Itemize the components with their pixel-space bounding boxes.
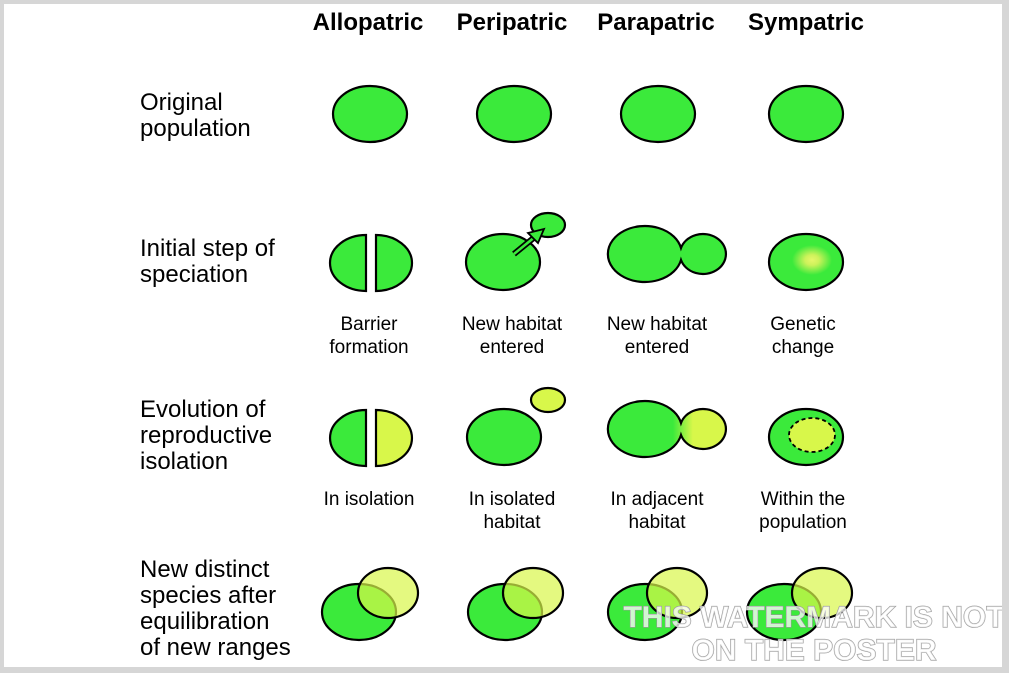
caption-parapatric-new-habitat: New habitat entered: [607, 314, 708, 358]
row-label-line: population: [140, 115, 251, 142]
watermark-line: ON THE POSTER: [691, 634, 936, 667]
population-allopatric-left-half: [328, 233, 368, 293]
caption-line: Within the: [761, 489, 845, 510]
species-pair-allopatric: [320, 566, 420, 642]
row-label-line: speciation: [140, 261, 248, 288]
genetic-change-spot: [792, 245, 832, 275]
caption-line: population: [759, 512, 847, 533]
population-peripatric-original: [475, 84, 553, 144]
row-label-line: isolation: [140, 448, 228, 475]
row-label-original-population: Original population: [140, 89, 251, 142]
caption-line: Genetic: [770, 314, 835, 335]
caption-within-population: Within the population: [759, 489, 847, 533]
speciation-diagram: Allopatric Peripatric Parapatric Sympatr…: [140, 9, 1002, 667]
caption-in-isolation: In isolation: [324, 489, 415, 510]
row-label-line: Evolution of: [140, 396, 266, 423]
caption-line: In isolated: [469, 489, 556, 510]
caption-line: New habitat: [607, 314, 708, 335]
population-allopatric-isolated-left: [328, 408, 368, 468]
caption-line: habitat: [628, 512, 686, 533]
column-heading-parapatric: Parapatric: [597, 9, 714, 36]
species-yellow-range: [356, 566, 420, 620]
row-label-line: New distinct: [140, 556, 270, 583]
row-label-initial-step: Initial step of speciation: [140, 235, 275, 288]
species-yellow-range: [790, 566, 854, 620]
caption-isolated-habitat: In isolated habitat: [469, 489, 556, 533]
row-label-new-species: New distinct species after equilibration…: [140, 556, 291, 661]
caption-line: entered: [480, 337, 544, 358]
population-allopatric-isolated-right: [374, 408, 414, 468]
subpopulation-within: [788, 417, 836, 453]
caption-line: In adjacent: [611, 489, 705, 510]
column-heading-sympatric: Sympatric: [748, 9, 864, 36]
poster-frame: Allopatric Peripatric Parapatric Sympatr…: [4, 4, 1002, 667]
population-parapatric-original: [619, 84, 697, 144]
population-parapatric-adjacent: [606, 399, 727, 459]
population-allopatric-original: [331, 84, 409, 144]
caption-barrier-formation: Barrier formation: [329, 314, 408, 358]
species-pair-parapatric: [606, 566, 709, 642]
caption-genetic-change: Genetic change: [770, 314, 835, 358]
caption-peripatric-new-habitat: New habitat entered: [462, 314, 563, 358]
row-label-line: equilibration: [140, 608, 269, 635]
population-peripatric-isolated: [529, 386, 567, 414]
watermark-line: THIS WATERMARK IS NOT: [623, 601, 1002, 634]
row-label-line: reproductive: [140, 422, 272, 449]
caption-line: habitat: [483, 512, 541, 533]
row-label-line: Original: [140, 89, 223, 116]
column-heading-allopatric: Allopatric: [313, 9, 424, 36]
column-heading-peripatric: Peripatric: [457, 9, 568, 36]
species-pair-peripatric: [466, 566, 565, 642]
row-label-line: of new ranges: [140, 634, 291, 661]
caption-line: New habitat: [462, 314, 563, 335]
caption-line: entered: [625, 337, 689, 358]
row-label-line: species after: [140, 582, 276, 609]
watermark: THIS WATERMARK IS NOT ON THE POSTER: [623, 600, 1002, 667]
caption-line: change: [772, 337, 834, 358]
row-label-line: Initial step of: [140, 235, 275, 262]
population-peripatric-parent: [465, 407, 543, 467]
population-sympatric-original: [767, 84, 845, 144]
species-yellow-range: [501, 566, 565, 620]
arrow-icon: [512, 227, 546, 257]
species-pair-sympatric: [745, 566, 854, 642]
caption-line: formation: [329, 337, 408, 358]
population-parapatric-expanding: [606, 224, 727, 284]
caption-adjacent-habitat: In adjacent habitat: [611, 489, 705, 533]
row-label-reproductive-isolation: Evolution of reproductive isolation: [140, 396, 272, 475]
species-yellow-range: [645, 566, 709, 620]
caption-line: In isolation: [324, 489, 415, 510]
population-allopatric-right-half: [374, 233, 414, 293]
caption-line: Barrier: [340, 314, 398, 335]
